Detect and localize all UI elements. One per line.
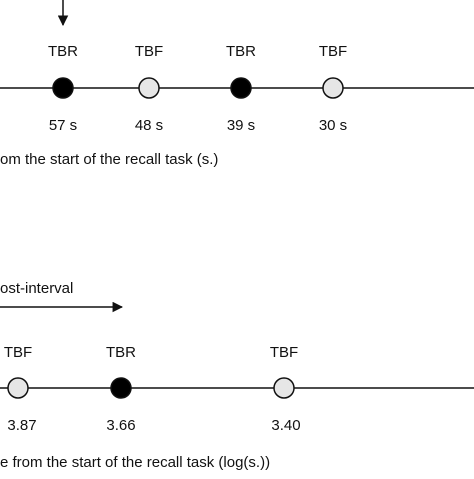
- top-axis-caption: om the start of the recall task (s.): [0, 151, 218, 168]
- bottom-marker-tbf-1: [7, 377, 29, 399]
- top-marker-value-1: 57 s: [49, 117, 77, 134]
- top-marker-tbf-2: [322, 77, 344, 99]
- post-interval-label: ost-interval: [0, 280, 73, 297]
- top-marker-value-3: 39 s: [227, 117, 255, 134]
- top-marker-label-3: TBR: [226, 43, 256, 60]
- bottom-panel: ost-interval TBF TBR TBF 3.87 3.66 3.40 …: [0, 280, 474, 471]
- bottom-marker-label-3: TBF: [270, 344, 298, 361]
- top-marker-tbr-2: [230, 77, 252, 99]
- bottom-marker-tbr-1: [110, 377, 132, 399]
- top-marker-tbf-1: [138, 77, 160, 99]
- top-marker-label-1: TBR: [48, 43, 78, 60]
- bottom-marker-label-2: TBR: [106, 344, 136, 361]
- bottom-marker-label-1: TBF: [4, 344, 32, 361]
- top-marker-label-2: TBF: [135, 43, 163, 60]
- top-marker-value-4: 30 s: [319, 117, 347, 134]
- top-marker-value-2: 48 s: [135, 117, 163, 134]
- top-panel: TBR TBF TBR TBF 57 s 48 s 39 s 30 s om t…: [0, 0, 474, 168]
- top-marker-tbr-1: [52, 77, 74, 99]
- bottom-marker-value-2: 3.66: [106, 417, 135, 434]
- bottom-marker-tbf-2: [273, 377, 295, 399]
- top-marker-label-4: TBF: [319, 43, 347, 60]
- bottom-marker-value-3: 3.40: [271, 417, 300, 434]
- bottom-marker-value-1: 3.87: [7, 417, 36, 434]
- bottom-axis-caption: e from the start of the recall task (log…: [0, 454, 270, 471]
